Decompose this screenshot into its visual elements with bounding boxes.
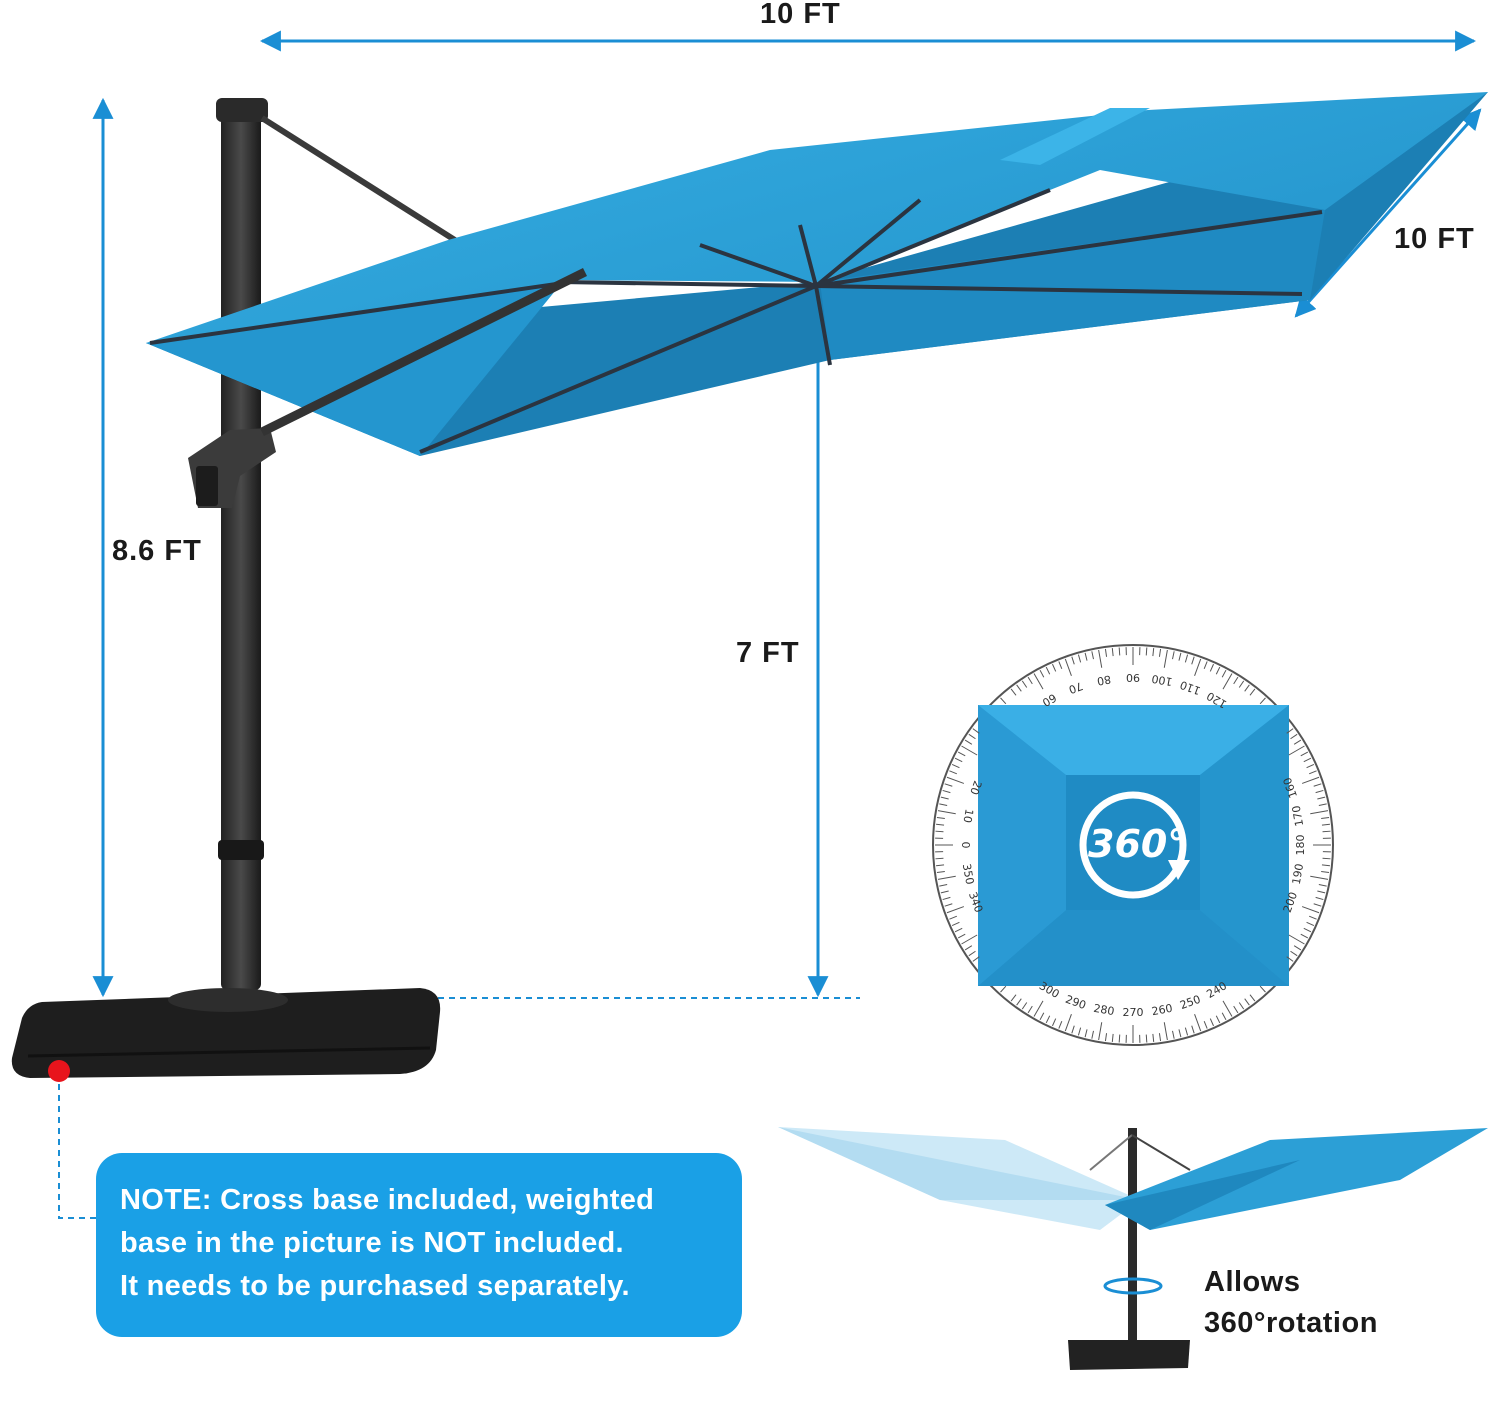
note-box: NOTE: Cross base included, weighted base…: [96, 1153, 742, 1337]
rotation-caption-line: Allows: [1204, 1266, 1301, 1298]
rotation-badge-text: 360°: [1088, 822, 1187, 866]
dial-label: 170: [1290, 804, 1306, 827]
rotation-caption: Allows 360°rotation: [1204, 1262, 1378, 1344]
umbrella-canopy: [146, 92, 1488, 456]
note-leader-line: [58, 1084, 96, 1219]
width-label: 10 FT: [760, 0, 841, 30]
dial-label: 290: [1064, 993, 1088, 1012]
depth-arrow: [1294, 108, 1482, 318]
dial-label: 180: [1294, 835, 1307, 856]
dial-label: 10: [960, 808, 975, 824]
dial-label: 80: [1096, 672, 1112, 687]
height-label: 8.6 FT: [112, 535, 202, 567]
dial-label: 70: [1067, 679, 1085, 696]
dial-label: 60: [1040, 691, 1059, 709]
dial-label: 240: [1204, 979, 1229, 1001]
dial-label: 200: [1281, 890, 1300, 914]
dial-label: 160: [1281, 776, 1300, 800]
dial-label: 0: [959, 842, 972, 849]
dial-label: 100: [1151, 672, 1174, 688]
dial-label: 250: [1178, 993, 1202, 1012]
dial-label: 20: [967, 779, 984, 797]
clearance-label: 7 FT: [736, 637, 800, 669]
note-line: base in the picture is NOT included.: [120, 1227, 624, 1259]
dial-label: 340: [966, 890, 985, 914]
note-line: It needs to be purchased separately.: [120, 1270, 630, 1302]
dial-label: 110: [1178, 678, 1202, 697]
dial-label: 190: [1290, 863, 1306, 886]
dial-label: 280: [1092, 1002, 1115, 1018]
dial-label: 270: [1123, 1006, 1144, 1019]
rotation-dial: [932, 644, 1334, 1046]
dial-label: 300: [1037, 979, 1062, 1001]
dial-label: 350: [960, 863, 976, 886]
base-marker: [48, 1060, 70, 1082]
dial-label: 90: [1126, 671, 1140, 684]
rotation-caption-line: 360°rotation: [1204, 1307, 1378, 1339]
dial-label: 120: [1204, 689, 1229, 711]
dial-ticks: [935, 647, 1331, 1043]
note-line: NOTE: Cross base included, weighted: [120, 1184, 655, 1216]
weighted-base: [11, 988, 441, 1078]
dial-label: 260: [1151, 1002, 1174, 1018]
depth-label: 10 FT: [1394, 223, 1475, 255]
rotation-illustration: [778, 1127, 1488, 1370]
